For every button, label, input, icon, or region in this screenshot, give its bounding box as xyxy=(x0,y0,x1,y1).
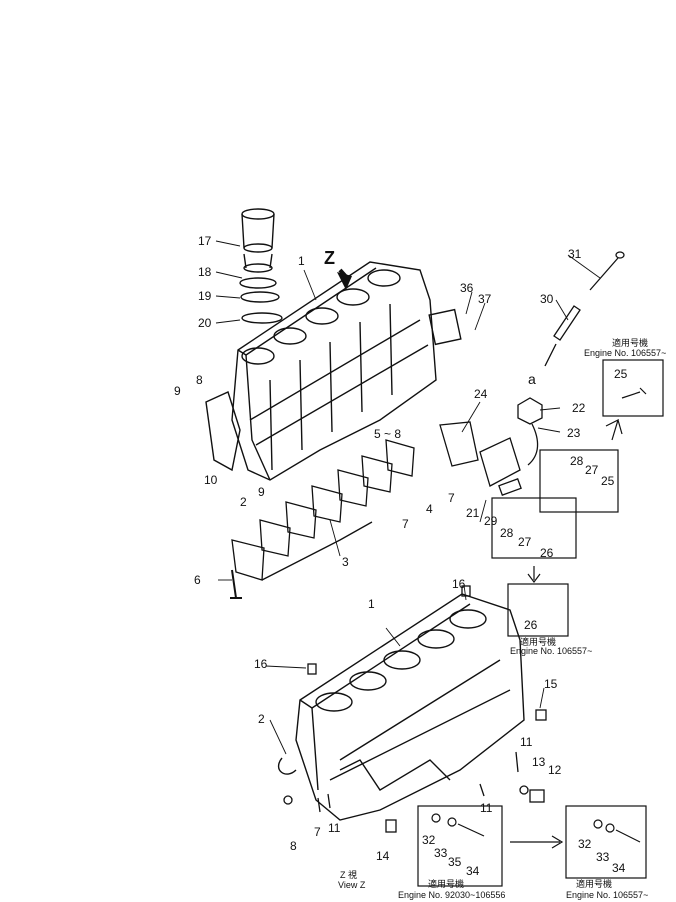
part-label: 26 xyxy=(540,546,554,560)
part-label: 32 xyxy=(578,837,592,851)
part-label: 2 xyxy=(240,495,247,509)
part-label: 11 xyxy=(480,801,493,815)
part-label: 16 xyxy=(452,577,466,591)
view-z-arrow xyxy=(337,268,352,290)
part-label: 8 xyxy=(290,839,297,853)
part-label: 31 xyxy=(568,247,582,261)
part-label: 2 xyxy=(258,712,265,726)
part-label: 29 xyxy=(484,514,498,528)
part-label: 1 xyxy=(368,597,375,611)
lower-block-small-parts xyxy=(283,585,547,833)
part-label: 27 xyxy=(585,463,599,477)
cap-bolt-6 xyxy=(230,569,242,599)
leader-lines xyxy=(215,240,601,755)
note-engine-92030: Engine No. 92030~106556 xyxy=(398,890,505,900)
part-label: 3 xyxy=(342,555,349,569)
part-label: 10 xyxy=(204,473,218,487)
note-applicable: 適用号機 xyxy=(576,878,612,889)
part-label: 13 xyxy=(532,755,546,769)
part-label: 36 xyxy=(460,281,474,295)
part-label: 37 xyxy=(478,292,492,306)
part-label: 4 xyxy=(426,502,433,516)
part-label: 14 xyxy=(376,849,390,863)
part-label: 22 xyxy=(572,401,586,415)
lower-cylinder-block xyxy=(277,593,525,821)
part-label: 9 xyxy=(174,384,181,398)
part-label: 7 xyxy=(448,491,455,505)
inset-box-engine-106557-lower xyxy=(565,805,647,879)
part-label: 19 xyxy=(198,289,212,303)
oil-level-gauge-assy xyxy=(439,251,625,496)
part-label: 12 xyxy=(548,763,562,777)
part-label: 24 xyxy=(474,387,488,401)
part-label: 6 xyxy=(194,573,201,587)
note-applicable: 適用号機 xyxy=(428,878,464,889)
part-label: 21 xyxy=(466,506,480,520)
part-label: 33 xyxy=(596,850,610,864)
inset-box-engine-106557-upper xyxy=(491,359,664,637)
engine-notes: 適用号機 Engine No. 106557~ 適用号機 Engine No. … xyxy=(338,337,666,900)
upper-cylinder-block xyxy=(205,261,462,481)
part-label: 34 xyxy=(466,864,480,878)
part-label: 11 xyxy=(328,821,341,835)
part-labels: 17 18 19 20 1 Z 36 37 31 30 a 9 8 10 2 9… xyxy=(174,234,628,878)
part-label: 20 xyxy=(198,316,212,330)
part-label: 11 xyxy=(520,735,533,749)
part-label: 32 xyxy=(422,833,436,847)
note-engine-106557-mid: Engine No. 106557~ xyxy=(510,646,592,656)
cylinder-liner-stack xyxy=(239,208,283,324)
part-label: 35 xyxy=(448,855,462,869)
view-marker: Z xyxy=(324,248,335,268)
note-view-z: View Z xyxy=(338,880,366,890)
part-label: 26 xyxy=(524,618,538,632)
part-label: 15 xyxy=(544,677,558,691)
part-label: 16 xyxy=(254,657,268,671)
part-label: 25 xyxy=(614,367,628,381)
detail-marker: a xyxy=(528,371,536,387)
note-applicable: 適用号機 xyxy=(520,636,556,647)
part-label: 27 xyxy=(518,535,532,549)
note-engine-106557-top: Engine No. 106557~ xyxy=(584,348,666,358)
part-label: 9 xyxy=(258,485,265,499)
part-label: 18 xyxy=(198,265,212,279)
part-label: 17 xyxy=(198,234,212,248)
note-view-z-cn: Z 視 xyxy=(340,869,357,880)
part-label: 25 xyxy=(601,474,615,488)
part-label: 1 xyxy=(298,254,305,268)
part-label: 34 xyxy=(612,861,626,875)
part-label: 5 ~ 8 xyxy=(374,427,401,441)
part-label: 28 xyxy=(570,454,584,468)
part-label: 30 xyxy=(540,292,554,306)
inset-box-engine-92030 xyxy=(417,805,503,887)
note-engine-106557-bot: Engine No. 106557~ xyxy=(566,890,648,900)
part-label: 28 xyxy=(500,526,514,540)
part-label: 8 xyxy=(196,373,203,387)
note-applicable: 適用号機 xyxy=(612,337,648,348)
main-bearing-caps xyxy=(231,439,415,581)
part-label: 23 xyxy=(567,426,581,440)
part-label: 7 xyxy=(314,825,321,839)
inset-arrows xyxy=(510,418,623,849)
part-label: 7 xyxy=(402,517,409,531)
part-label: 33 xyxy=(434,846,448,860)
